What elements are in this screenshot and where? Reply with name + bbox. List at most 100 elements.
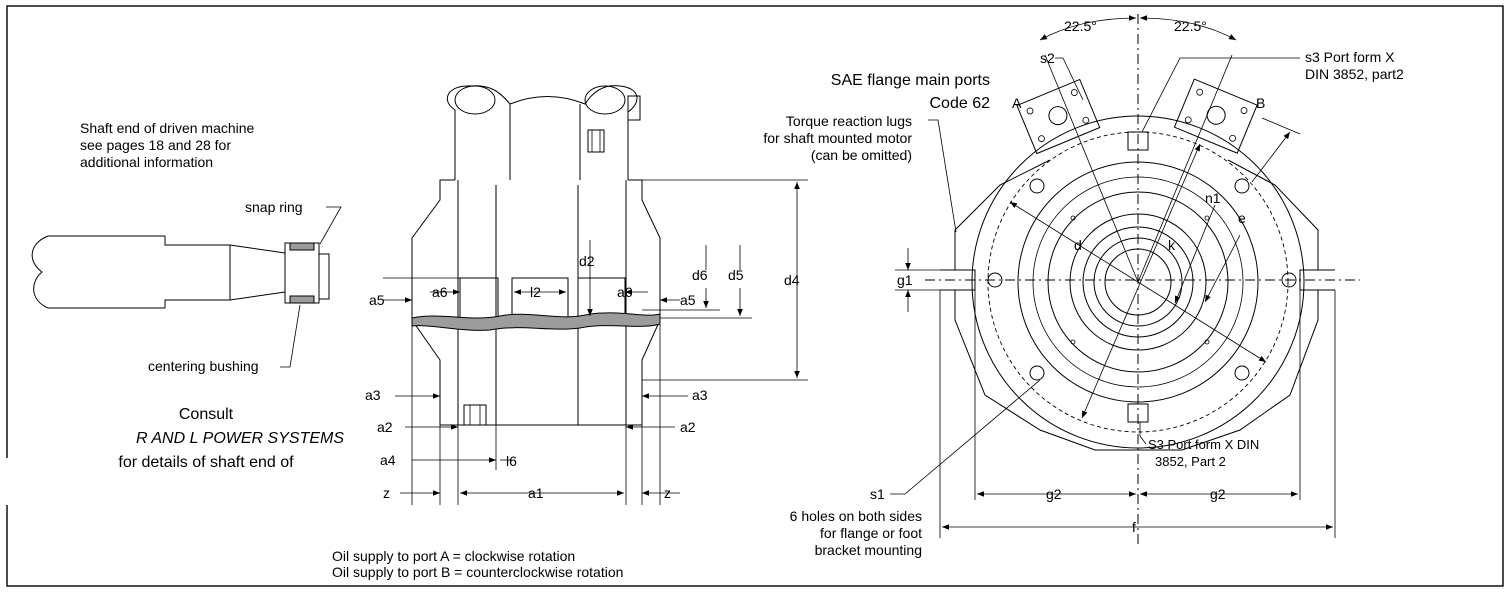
housing-right-contour [628,179,661,425]
consult-line3: for details of shaft end of [118,454,294,471]
dim-d-label: d [1074,237,1082,253]
consult-line1: Consult [179,406,234,423]
dim-d4-label: d4 [784,272,800,288]
s1-label: s1 [870,486,885,502]
mounting-hole-bottom-left [1029,365,1045,381]
dim-a6-right-label: a6 [617,284,633,300]
port-b-flange [1173,78,1258,154]
torque-line1: Torque reaction lugs [786,113,912,129]
snap-ring-label: snap ring [245,199,303,215]
right-recess [577,277,626,318]
dim-k-label: k [1168,237,1176,253]
dim-e-line [1204,234,1241,303]
mounting-hole-right [1281,272,1297,288]
dim-a5-right-label: a5 [680,292,696,308]
torque-line2: for shaft mounted motor [763,130,912,146]
shaft-end-view: Shaft end of driven machine see pages 18… [31,120,344,471]
holes-line2: for flange or foot [820,525,922,541]
angle-arc-left [1039,15,1137,41]
bottom-port-plug [463,404,487,426]
dim-a3-left-label: a3 [365,387,381,403]
s3-bottom-leader [1139,422,1147,445]
dim-port-spacing-ext [1261,117,1301,135]
dim-e-label: e [1238,210,1246,226]
s3-top-line1: s3 Port form X [1305,49,1395,65]
mounting-hole-top-left [1029,178,1045,194]
s3-bottom-line1: S3 Port form X DIN [1148,437,1259,452]
dim-d6-label: d6 [692,267,708,283]
housing-left-contour [411,179,455,425]
port-a-flange [1016,78,1101,155]
shaft-break-line [31,235,49,309]
shaft-taper [164,236,286,308]
small-mark-3 [1070,339,1076,345]
dim-a2-left-label: a2 [377,419,393,435]
angle-left-label: 22.5° [1064,18,1097,34]
snap-ring-body [284,242,320,304]
angle-ray-right [1137,54,1233,283]
dim-z-left-label: z [383,485,390,501]
dim-l2-label: l2 [530,284,541,300]
dim-d5-label: d5 [728,267,744,283]
dim-g2-right-label: g2 [1210,486,1226,502]
centering-bushing-label: centering bushing [148,358,259,374]
dim-g2-left-label: g2 [1046,486,1062,502]
torque-line3: (can be omitted) [811,147,912,163]
s3-bottom-line2: 3852, Part 2 [1155,454,1226,469]
section-view: d4 d5 d6 d2 l2 a6 a5 a6 a5 a3 a2 a4 l6 z… [365,85,808,505]
s2-label: s2 [1040,50,1055,66]
dim-d2-label: d2 [579,253,595,269]
mounting-hole-bottom-right [1234,365,1250,381]
s1-leader [890,379,1041,495]
port-b-label: B [1256,95,1265,111]
shaft-section-hatch [411,312,661,331]
dim-n1-label: n1 [1205,190,1221,206]
dim-f-label: f [1132,519,1136,535]
torque-arm-eye-right [584,85,626,115]
shaft-note-line2: see pages 18 and 28 for [80,137,231,153]
sae-flange-line1: SAE flange main ports [831,72,990,89]
top-port-plug [587,129,605,153]
dim-g1-label: g1 [897,272,913,288]
centering-bushing [318,253,330,300]
drawing-frame [6,5,1504,587]
angle-arc-right [1139,15,1237,41]
shaft-note-line1: Shaft end of driven machine [80,120,255,136]
dim-n1-line [1174,204,1216,304]
torque-arm-eye-left [454,85,496,115]
snap-ring-hatch-bottom [289,295,315,304]
dim-a4-label: a4 [380,452,396,468]
mounting-hole-left [987,272,1003,288]
s3-top-line2: DIN 3852, part2 [1305,66,1404,82]
oil-note-line1: Oil supply to port A = clockwise rotatio… [332,548,575,564]
centering-bushing-leader [280,304,301,368]
s3-top-leader [1141,57,1300,133]
snap-ring-hatch-top [289,242,315,251]
dim-a6-left-label: a6 [432,284,448,300]
small-mark-2 [1204,215,1210,221]
sae-flange-line2: Code 62 [930,95,991,112]
consult-line2: R AND L POWER SYSTEMS [136,430,344,447]
center-recess [511,277,569,318]
dim-a3-right-label: a3 [692,387,708,403]
left-recess [459,277,499,318]
mounting-hole-top-right [1234,178,1250,194]
torque-arm-nut [627,95,641,121]
torque-leader [928,119,957,233]
s2-leader [1055,57,1084,101]
torque-arm-outline [446,85,638,180]
shaft-note-line3: additional information [80,154,213,170]
port-a-label: A [1012,95,1022,111]
angle-ray-left [1044,54,1139,283]
dim-z-right-label: z [664,485,671,501]
holes-line1: 6 holes on both sides [790,508,922,524]
dim-a2-right-label: a2 [680,419,696,435]
dim-a1-label: a1 [528,485,544,501]
holes-line3: bracket mounting [815,542,922,558]
dim-k-line [1081,143,1201,419]
oil-note-line2: Oil supply to port B = counterclockwise … [332,564,623,580]
angle-right-label: 22.5° [1174,18,1207,34]
dim-port-spacing [1251,131,1291,183]
snap-ring-leader [319,206,342,245]
